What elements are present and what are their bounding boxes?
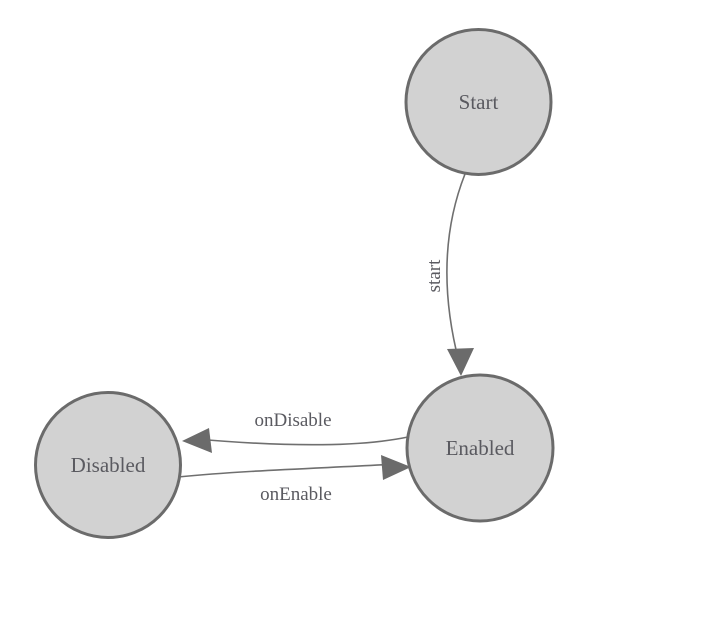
edge-path-enabled-to-disabled: [195, 436, 409, 446]
node-start-circle: [404, 28, 553, 176]
edge-label-start: start: [424, 259, 445, 292]
edge-path-disabled-to-enabled: [177, 463, 398, 478]
node-enabled-label: Enabled: [446, 436, 515, 460]
edge-disabled-to-enabled[interactable]: onEnable: [177, 455, 411, 505]
arrowhead-right-icon: [381, 455, 411, 480]
node-enabled-circle: [405, 373, 555, 523]
edge-label-ondisable: onDisable: [254, 410, 331, 431]
edge-enabled-to-disabled[interactable]: onDisable: [182, 410, 409, 453]
edge-path-start-to-enabled: [446, 173, 466, 363]
node-start-label: Start: [459, 90, 499, 114]
arrowhead-down-icon: [447, 348, 474, 376]
edge-start-to-enabled[interactable]: start: [424, 173, 474, 376]
node-start[interactable]: Start: [404, 28, 553, 176]
arrowhead-left-icon: [182, 428, 212, 453]
node-enabled[interactable]: Enabled: [405, 373, 555, 523]
edge-label-onenable: onEnable: [260, 484, 332, 505]
node-disabled-circle: [34, 391, 182, 539]
node-disabled[interactable]: Disabled: [34, 391, 182, 539]
node-disabled-label: Disabled: [71, 453, 146, 477]
